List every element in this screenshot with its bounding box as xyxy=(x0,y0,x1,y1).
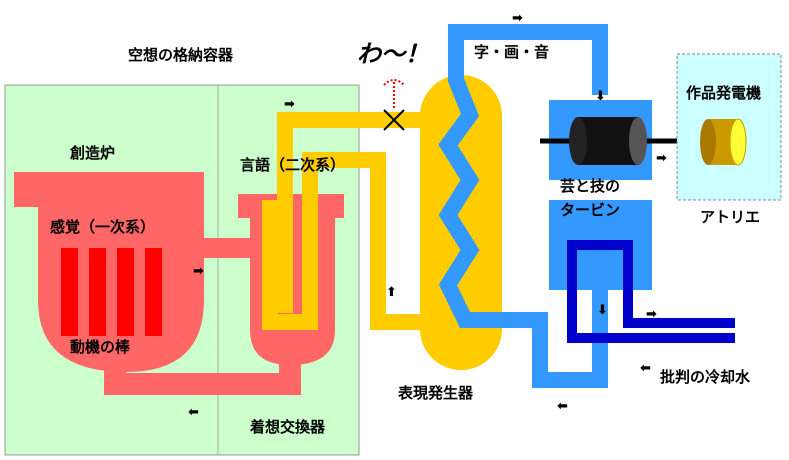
dynamo-label: 作品発電機 xyxy=(686,84,761,102)
turbine-label-line2: タービン xyxy=(560,201,620,219)
turbine-drum-back xyxy=(569,117,587,165)
leak-spray xyxy=(383,79,405,108)
coolant-label: 批判の冷却水 xyxy=(660,368,751,386)
flow-arrow-down: ⬇ xyxy=(597,303,608,318)
containment-label: 空想の格納容器 xyxy=(128,46,234,64)
atelier-label: アトリエ xyxy=(700,208,760,226)
dynamo-face xyxy=(729,118,747,166)
turbine-drum xyxy=(578,117,638,165)
generator-label: 表現発生器 xyxy=(398,384,474,402)
control-rod xyxy=(145,248,162,336)
flow-arrow-down: ⬇ xyxy=(595,89,606,104)
flow-arrow-left: ⬅ xyxy=(640,361,651,376)
dynamo-back xyxy=(700,119,716,165)
steam-pipe xyxy=(438,24,608,388)
rods-label: 動機の棒 xyxy=(70,338,131,356)
flow-arrow-right: ➡ xyxy=(646,307,657,322)
flow-arrow-right: ➡ xyxy=(284,97,295,112)
control-rod xyxy=(61,248,78,336)
leak-x xyxy=(383,109,405,131)
control-rods xyxy=(61,248,162,336)
secondary-outer-pipe xyxy=(277,112,440,313)
reactor-label: 創造炉 xyxy=(69,144,115,162)
secondary-inner-pipe xyxy=(262,152,440,330)
flow-arrow-up: ⬆ xyxy=(386,285,397,300)
secondary-label: 言語（二次系） xyxy=(240,156,345,174)
flow-arrow-right: ➡ xyxy=(656,151,667,166)
turbine-gap xyxy=(549,180,652,200)
turbine-label-line1: 芸と技の xyxy=(560,177,620,195)
primary-label: 感覚（一次系） xyxy=(50,218,155,236)
exclaim-label: わ〜！ xyxy=(357,39,429,68)
flow-arrow-left: ⬅ xyxy=(188,405,199,420)
leak-marker xyxy=(383,79,405,131)
heat-exchanger-label: 着想交換器 xyxy=(249,418,326,436)
flow-arrow-right: ➡ xyxy=(193,264,204,279)
flow-arrow-left: ⬅ xyxy=(557,399,568,414)
turbine-rotor xyxy=(569,117,647,165)
steam-label: 字・画・音 xyxy=(474,43,549,61)
dynamo xyxy=(700,118,747,166)
control-rod xyxy=(117,248,134,336)
primary-connector-pipe xyxy=(190,238,260,258)
reactor-lid xyxy=(14,172,204,207)
turbine-drum-face xyxy=(629,117,647,165)
flow-arrow-right: ➡ xyxy=(512,11,523,26)
control-rod xyxy=(89,248,106,336)
coolant-pipe xyxy=(567,240,735,343)
